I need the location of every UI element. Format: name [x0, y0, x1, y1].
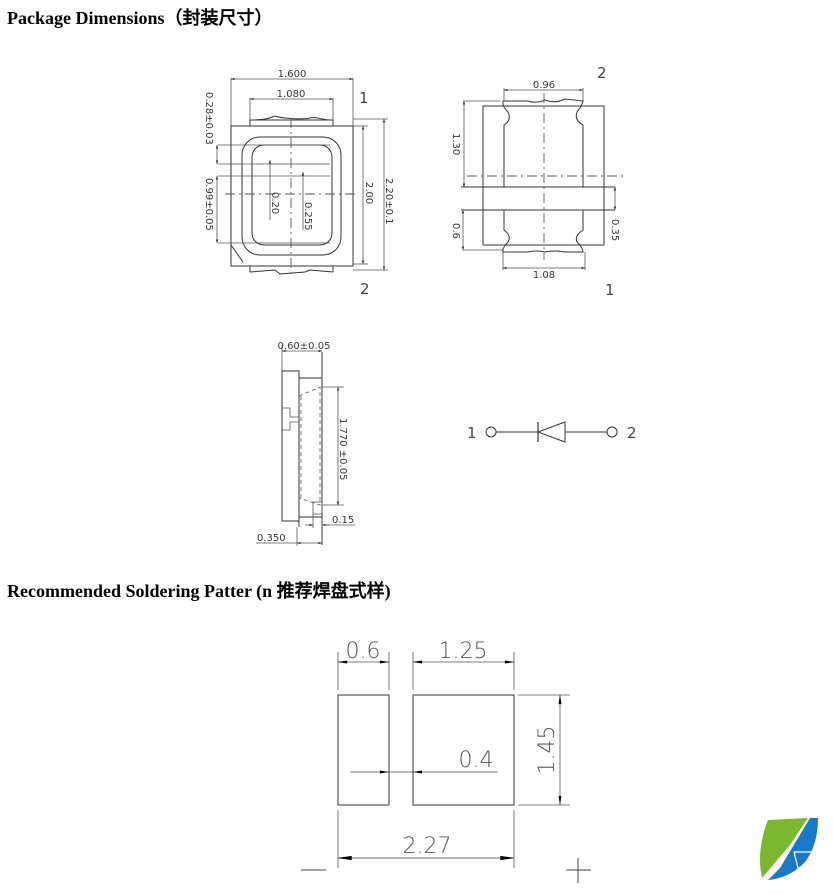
- pin-label-2-top: 2: [360, 280, 370, 298]
- schematic-pin-1: 1: [467, 424, 477, 442]
- dim-height: 1.45: [535, 726, 560, 775]
- diode-icon: [485, 421, 618, 443]
- pin-label-1-top: 1: [359, 89, 369, 107]
- dim-side-step: 0.15: [332, 515, 354, 526]
- dim-bottom-width-top: 0.96: [533, 80, 555, 91]
- dim-bottom-left-upper: 1.30: [450, 133, 461, 155]
- dim-bottom-width-bottom: 1.08: [533, 270, 555, 281]
- dim-left-upper: 0.28±0.03: [203, 92, 214, 145]
- dim-side-base: 0.350: [257, 533, 286, 544]
- pin-label-2-bottom: 2: [597, 64, 607, 82]
- soldering-pattern-drawing: [337, 652, 570, 868]
- company-logo-icon: [760, 818, 818, 880]
- dim-width-inner: 1.080: [277, 89, 306, 100]
- pin-label-1-bottom: 1: [605, 281, 615, 299]
- soldering-pattern-heading: Recommended Soldering Patter (n 推荐焊盘式样): [7, 581, 391, 601]
- top-view-drawing: [215, 77, 388, 275]
- package-dimensions-heading: Package Dimensions（封装尺寸）: [7, 8, 273, 28]
- dim-bottom-left-lower: 0.6: [450, 223, 461, 239]
- dim-side-height: 1.770 ±0.05: [337, 418, 348, 480]
- dim-height-body: 2.00: [363, 182, 374, 204]
- dim-width-outer: 1.600: [278, 69, 307, 80]
- polarity-plus-icon: [566, 858, 591, 883]
- dim-gap: 0.4: [459, 748, 494, 773]
- dim-inner-b: 0.255: [302, 202, 313, 231]
- dim-bottom-right-gap: 0.35: [609, 219, 620, 241]
- dim-height-total: 2.20±0.1: [383, 178, 394, 225]
- dim-inner-a: 0.20: [269, 192, 280, 214]
- bottom-view-drawing: [461, 88, 625, 270]
- dim-left-lower: 0.99±0.05: [203, 178, 214, 231]
- schematic-pin-2: 2: [627, 424, 637, 442]
- dim-pad-large-width: 1.25: [439, 639, 488, 664]
- dim-total-width: 2.27: [403, 834, 452, 859]
- dim-side-thickness: 0.60±0.05: [278, 341, 331, 352]
- side-view-drawing: [256, 345, 355, 546]
- dim-pad-small-width: 0.6: [346, 639, 381, 664]
